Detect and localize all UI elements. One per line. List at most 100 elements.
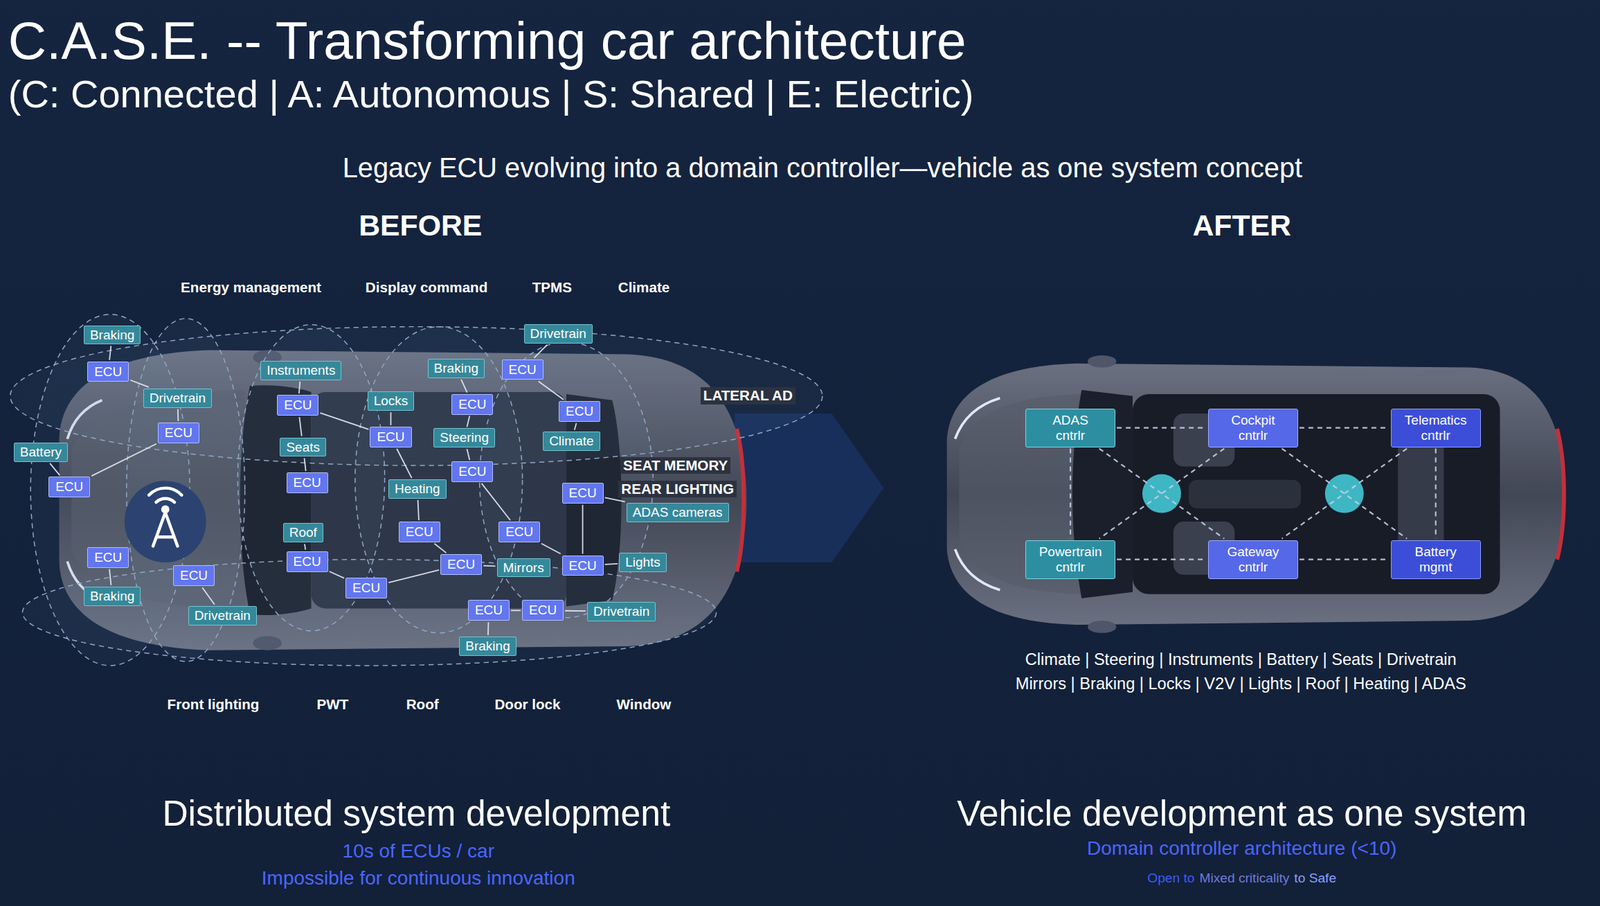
label-text: Mixed criticality bbox=[1199, 870, 1290, 887]
ecu-box: ECU bbox=[468, 599, 510, 621]
antenna-wave bbox=[148, 488, 182, 496]
ecu-box: ECU bbox=[501, 359, 544, 381]
node-text: ECU bbox=[94, 549, 122, 565]
label-text: PWT bbox=[317, 695, 349, 714]
domain-controller-box: Powertrain cntrlr bbox=[1025, 540, 1116, 579]
node-text: Seats bbox=[285, 439, 320, 455]
hub-circle bbox=[1325, 474, 1364, 514]
ecu-box: ECU bbox=[87, 361, 129, 383]
function-tag: Heating bbox=[388, 479, 447, 499]
label-text: to Safe bbox=[1293, 870, 1337, 887]
node-text: Steering bbox=[439, 429, 489, 446]
antenna-mast bbox=[153, 512, 178, 547]
node-text: Locks bbox=[373, 393, 409, 409]
label-text: (C: Connected | A: Autonomous | S: Share… bbox=[8, 70, 975, 118]
ecu-box: ECU bbox=[286, 551, 329, 572]
node-text: Telematics cntrlr bbox=[1404, 412, 1468, 444]
node-text: ECU bbox=[55, 479, 84, 495]
node-text: Powertrain cntrlr bbox=[1039, 544, 1103, 575]
node-text: Drivetrain bbox=[530, 326, 587, 342]
label-text: 10s of ECUs / car bbox=[342, 839, 495, 863]
node-text: ECU bbox=[569, 485, 597, 501]
transition-arrow bbox=[734, 413, 884, 563]
domain-controller-box: Gateway cntrlr bbox=[1208, 540, 1299, 579]
hub-circle bbox=[1142, 474, 1182, 514]
function-tag: Climate bbox=[542, 431, 600, 451]
ecu-wire bbox=[329, 571, 345, 579]
node-text: Battery mgmt bbox=[1415, 544, 1457, 575]
label-text: Window bbox=[616, 695, 672, 714]
node-text: ECU bbox=[283, 397, 312, 413]
ecu-wire bbox=[91, 443, 157, 476]
title: C.A.S.E. -- Transforming car architectur… bbox=[8, 9, 967, 73]
ecu-wire bbox=[510, 609, 521, 611]
ecu-wire bbox=[538, 380, 564, 400]
ecu-box: ECU bbox=[345, 577, 388, 599]
label-text: Climate bbox=[618, 279, 671, 297]
domain-controller-box: ADAS cntrlr bbox=[1025, 408, 1116, 448]
function-tag: Roof bbox=[283, 522, 324, 543]
function-tag: Mirrors bbox=[497, 558, 551, 578]
car-tail-light bbox=[1557, 428, 1564, 560]
ecu-wire bbox=[304, 457, 307, 471]
domain-link bbox=[1282, 448, 1408, 539]
node-text: Lights bbox=[625, 554, 661, 570]
function-tag: Braking bbox=[427, 358, 485, 379]
function-tag: Drivetrain bbox=[143, 388, 212, 408]
domain-link bbox=[1299, 426, 1390, 428]
ecu-box: ECU bbox=[451, 461, 493, 482]
node-text: ECU bbox=[565, 403, 594, 419]
ecu-wire bbox=[388, 569, 439, 583]
antenna-dot bbox=[161, 505, 170, 514]
ecu-wire bbox=[534, 344, 548, 358]
label-text: AFTER bbox=[1192, 207, 1291, 244]
node-text: Braking bbox=[90, 327, 135, 343]
function-tag: Steering bbox=[433, 427, 496, 448]
label-text: TPMS bbox=[532, 279, 572, 297]
ecu-wire bbox=[487, 621, 489, 635]
node-text: ECU bbox=[94, 364, 122, 380]
function-tag: ADAS cameras bbox=[626, 502, 730, 523]
domain-link bbox=[1099, 448, 1225, 539]
node-text: Gateway cntrlr bbox=[1226, 544, 1279, 575]
node-text: Drivetrain bbox=[194, 607, 251, 624]
ecu-box: ECU bbox=[498, 521, 541, 543]
function-tag: Instruments bbox=[260, 360, 342, 381]
ecu-wire bbox=[390, 411, 392, 426]
node-text: ECU bbox=[458, 396, 487, 412]
label-text: Distributed system development bbox=[162, 792, 671, 835]
function-tag: Braking bbox=[459, 636, 516, 656]
domain-link bbox=[1435, 448, 1437, 539]
car-headlight bbox=[954, 398, 1000, 439]
node-text: ECU bbox=[293, 553, 322, 570]
ecu-wire bbox=[574, 423, 577, 430]
label-text: Impossible for continuous innovation bbox=[261, 866, 576, 890]
node-text: Braking bbox=[90, 588, 135, 604]
domain-link bbox=[1282, 448, 1408, 539]
node-text: Roof bbox=[289, 524, 318, 541]
label-text: Mirrors | Braking | Locks | V2V | Lights… bbox=[1015, 673, 1467, 694]
node-text: ADAS cameras bbox=[632, 504, 723, 520]
ecu-wire bbox=[605, 562, 619, 565]
node-text: Braking bbox=[434, 360, 479, 376]
node-text: ECU bbox=[447, 556, 475, 572]
ecu-wire bbox=[49, 463, 60, 475]
ecu-box: ECU bbox=[369, 426, 412, 448]
node-text: ECU bbox=[164, 425, 193, 441]
node-text: ECU bbox=[508, 362, 537, 378]
node-text: ECU bbox=[528, 602, 557, 618]
node-text: ADAS cntrlr bbox=[1052, 412, 1089, 444]
ecu-wire bbox=[396, 448, 412, 478]
label-text: Energy management bbox=[180, 279, 322, 297]
label-text: Legacy ECU evolving into a domain contro… bbox=[342, 151, 1303, 185]
ecu-wire bbox=[299, 381, 301, 394]
label-text: Open to bbox=[1147, 870, 1195, 887]
function-tag: Braking bbox=[83, 586, 141, 606]
car-mirror bbox=[1087, 355, 1117, 368]
node-text: Climate bbox=[549, 433, 594, 449]
domain-controller-box: Battery mgmt bbox=[1390, 540, 1481, 579]
node-text: ECU bbox=[352, 580, 381, 596]
ecu-wire bbox=[461, 379, 468, 393]
